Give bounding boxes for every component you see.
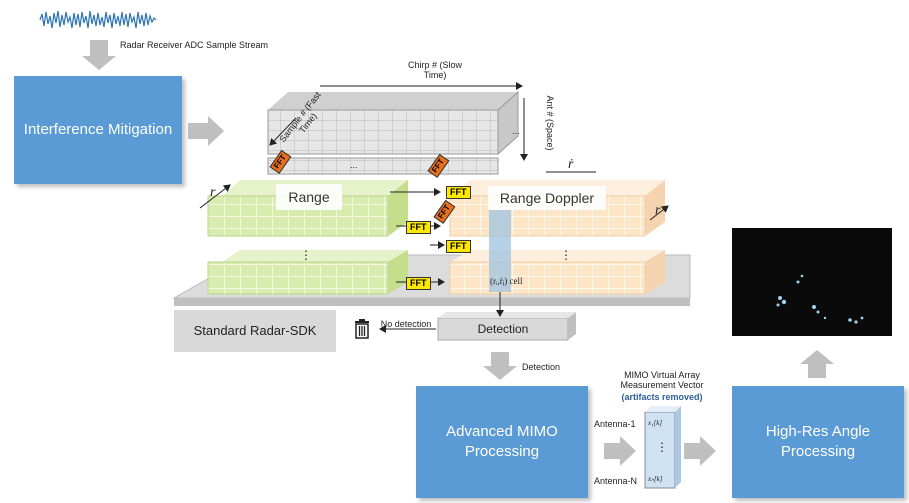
fft-box-3: FFT bbox=[446, 240, 471, 253]
fft-box-2: FFT bbox=[406, 221, 431, 234]
vector-vdots: ⋮ bbox=[656, 440, 668, 454]
arrow-antenna bbox=[604, 436, 636, 466]
artifacts-removed-label: (artifacts removed) bbox=[621, 392, 703, 402]
r-symbol-right: r bbox=[655, 203, 661, 218]
range-label: Range bbox=[276, 184, 342, 210]
standard-sdk-box: Standard Radar-SDK bbox=[174, 310, 336, 352]
mimo-vector-title: MIMO Virtual Array Measurement Vector bbox=[620, 370, 704, 390]
range-block-bottom bbox=[207, 250, 408, 295]
detection-arrow-label: Detection bbox=[522, 362, 561, 372]
range-vdots: ⋮ bbox=[300, 248, 312, 262]
antenna-n-label: Antenna-N bbox=[594, 476, 638, 486]
cell-label: (rᵢ,ṙⱼ) cell bbox=[490, 276, 523, 286]
x1k-label: x₁[k] bbox=[648, 419, 663, 427]
raw-ellipsis-right: ... bbox=[512, 126, 520, 136]
chirp-label: Chirp # (Slow Time) bbox=[407, 60, 463, 80]
measurement-vector bbox=[644, 406, 681, 489]
arrow-to-highres bbox=[684, 436, 716, 466]
range-doppler-label: Range Doppler bbox=[488, 186, 606, 210]
r-symbol-left: r bbox=[210, 185, 216, 200]
angle-image bbox=[732, 228, 892, 336]
trash-icon bbox=[354, 319, 370, 339]
raw-ellipsis: ... bbox=[350, 160, 358, 170]
interference-mitigation-box: Interference Mitigation bbox=[14, 76, 182, 184]
arrow-detection-down bbox=[483, 352, 517, 380]
ant-label: Ant # (Space) bbox=[545, 95, 555, 151]
high-res-angle-box: High-Res Angle Processing bbox=[732, 386, 904, 498]
antenna-1-label: Antenna-1 bbox=[594, 419, 636, 429]
adc-waveform bbox=[39, 10, 157, 29]
no-detection-label: No detection bbox=[380, 319, 432, 329]
doppler-vdots: ⋮ bbox=[560, 248, 572, 262]
fft-box-1: FFT bbox=[446, 186, 471, 199]
rdot-symbol: ṙ bbox=[566, 157, 576, 172]
detection-label: Detection bbox=[477, 322, 529, 336]
xnk-label: xₙ[k] bbox=[648, 475, 663, 483]
arrow-to-cube bbox=[188, 116, 224, 146]
fft-box-4: FFT bbox=[406, 277, 431, 290]
cell-column bbox=[489, 210, 511, 292]
arrow-adc-down bbox=[82, 40, 116, 70]
doppler-block-bottom bbox=[449, 250, 665, 295]
detection-block bbox=[437, 312, 576, 341]
adc-label: Radar Receiver ADC Sample Stream bbox=[120, 40, 269, 50]
advanced-mimo-box: Advanced MIMO Processing bbox=[416, 386, 588, 498]
arrow-up-to-image bbox=[800, 350, 834, 378]
